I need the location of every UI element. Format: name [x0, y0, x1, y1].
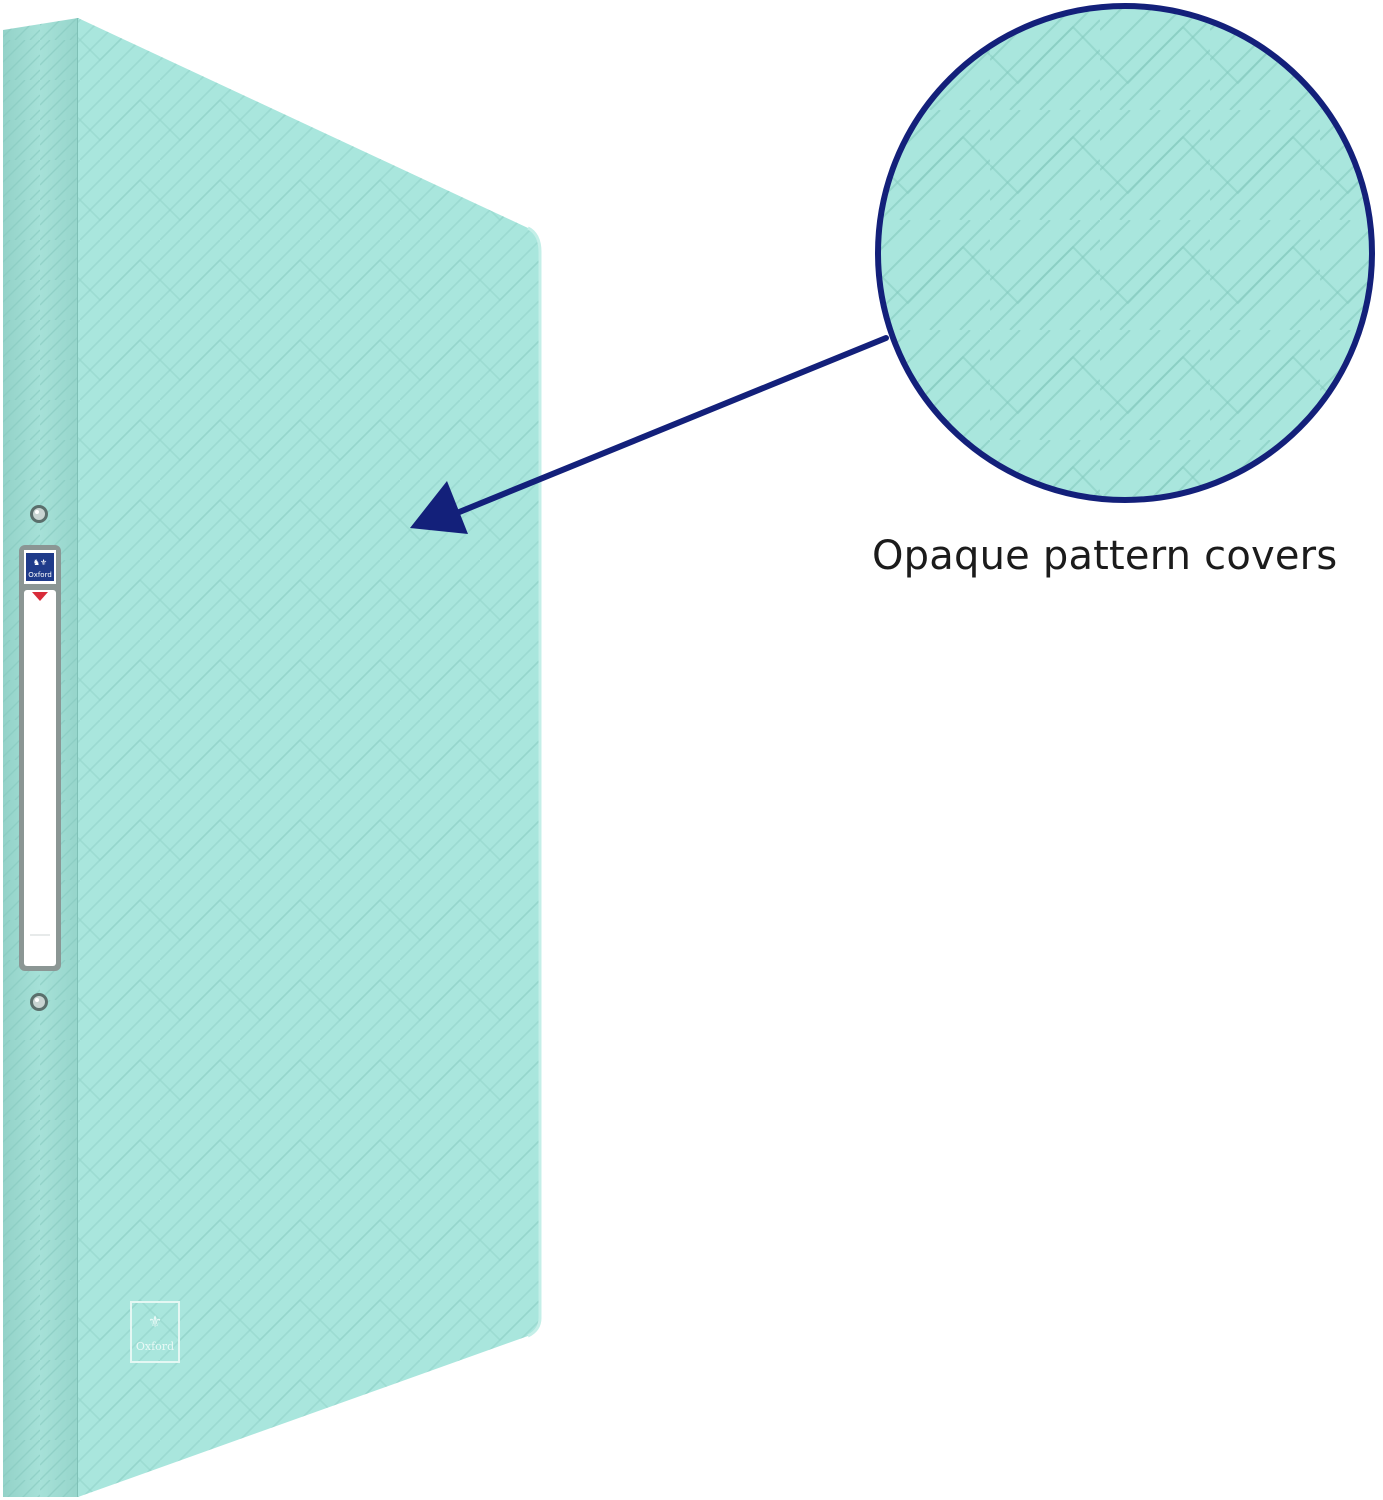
- caption-text: Opaque pattern covers: [872, 533, 1338, 579]
- oxford-logo-icon: ♞⚜ Oxford: [26, 553, 54, 581]
- spine-label-holder: [19, 545, 61, 971]
- callout-arrow: [410, 335, 889, 534]
- rivet-top-icon: [30, 505, 48, 523]
- zoom-detail-circle: [875, 3, 1375, 503]
- spine-logo-text: Oxford: [28, 571, 52, 579]
- rivet-bottom-icon: [30, 993, 48, 1011]
- svg-text:⚜: ⚜: [148, 1312, 162, 1331]
- binder-cover: [78, 18, 542, 1497]
- cover-logo-icon: ⚜ Oxford: [130, 1301, 180, 1363]
- svg-text:♞⚜: ♞⚜: [33, 558, 47, 567]
- cover-logo-text: Oxford: [136, 1340, 174, 1353]
